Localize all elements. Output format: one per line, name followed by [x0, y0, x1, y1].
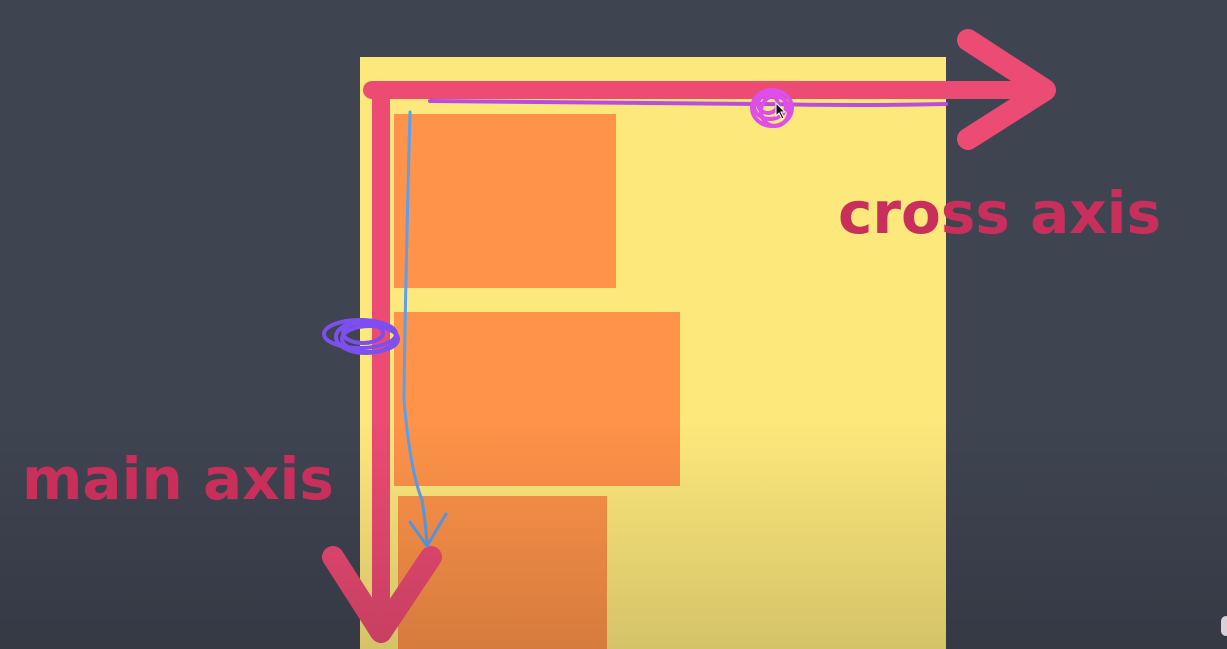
flex-item-1 [394, 114, 616, 288]
main-axis-label: main axis [22, 445, 334, 513]
corner-control-dot[interactable] [1221, 616, 1227, 636]
main-axis-trace-arrowhead [408, 512, 448, 548]
mouse-pointer-icon [775, 101, 787, 120]
cross-axis-scribble [750, 88, 794, 128]
cross-axis-label: cross axis [838, 179, 1162, 247]
flex-item-2 [394, 312, 680, 486]
main-axis-trace-line [402, 110, 429, 547]
cross-axis-trace-line [428, 99, 948, 107]
main-axis-scribble [322, 318, 400, 355]
cross-axis-arrowhead [957, 29, 1056, 150]
main-axis-arrowhead [322, 546, 442, 643]
cross-axis-arrow [363, 29, 1056, 150]
main-axis-arrow [322, 81, 442, 643]
